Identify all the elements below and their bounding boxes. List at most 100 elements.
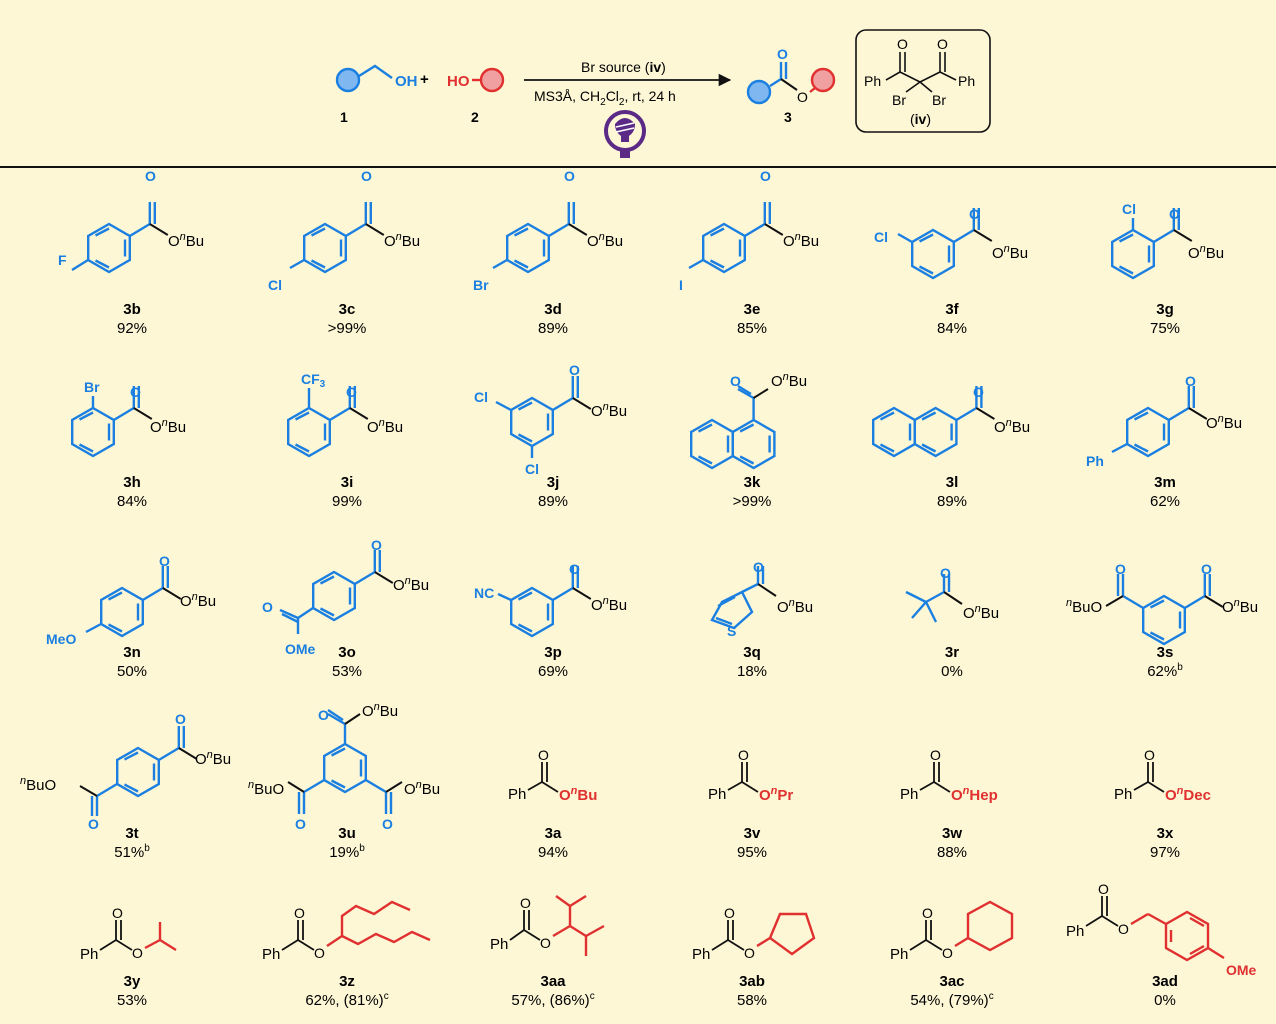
svg-text:Ph: Ph [958,73,975,89]
svg-text:O: O [538,747,549,763]
compound-id-3t: 3t [125,825,138,842]
svg-text:O: O [937,36,948,52]
structure-3p: O OnBu NC [474,561,627,638]
svg-text:I: I [679,277,683,293]
svg-text:Ph: Ph [262,946,280,963]
svg-text:O: O [1144,747,1155,763]
compound-yield-3e: 85% [737,320,767,337]
svg-text:OnBu: OnBu [771,371,807,390]
compound-yield-3h: 84% [117,493,147,510]
structure-3q: S O OnBu [710,559,813,639]
svg-text:O: O [564,168,575,184]
compound-id-3ac: 3ac [939,973,964,990]
svg-text:NC: NC [474,585,494,601]
svg-text:O: O [295,816,306,832]
svg-text:F: F [58,252,67,268]
svg-text:Ph: Ph [508,786,526,803]
svg-text:O: O [159,553,170,569]
compound-yield-3r: 0% [941,663,963,680]
svg-text:nBuO: nBuO [1066,597,1102,616]
structure-3ac: Ph O O [890,900,1014,963]
compound-yield-3s: 62%b [1147,662,1183,680]
svg-text:O: O [777,46,788,62]
svg-text:O: O [738,747,749,763]
compound-id-3j: 3j [547,474,560,491]
compound-id-3o: 3o [338,644,356,661]
arrow-conditions-top: Br source (iv) [581,59,666,75]
svg-text:OnBu: OnBu [777,597,813,616]
compound-id-3c: 3c [339,301,356,318]
svg-text:O: O [942,945,953,961]
svg-text:OnBu: OnBu [963,603,999,622]
structure-3i: O OnBu CF3 [287,371,403,458]
compound-yield-3ac: 54%, (79%)c [910,991,993,1009]
compound-yield-3c: >99% [328,320,367,337]
compound-id-3b: 3b [123,301,141,318]
svg-text:Ph: Ph [864,73,881,89]
structure-3b: O OnBu F [58,168,204,274]
svg-text:Ph: Ph [692,946,710,963]
svg-text:Br: Br [84,379,100,395]
compound-yield-3y: 53% [117,992,147,1009]
compound-id-3s: 3s [1157,644,1174,661]
compound-yield-3l: 89% [937,493,967,510]
svg-text:Cl: Cl [525,461,539,477]
compound-id-3i: 3i [341,474,354,491]
compound-yield-3j: 89% [538,493,568,510]
compound-id-3aa: 3aa [540,973,566,990]
structure-3ab: Ph O O [692,905,816,963]
svg-text:Ph: Ph [80,946,98,963]
svg-text:Br: Br [892,92,906,108]
structure-3m: O OnBu Ph [1086,373,1242,469]
structure-3k: O OnBu [690,371,807,470]
structure-3r: O OnBu [905,565,999,623]
svg-text:O: O [753,559,764,575]
structure-3z: Ph O O [262,900,431,963]
compound-yield-3o: 53% [332,663,362,680]
compound-labels: 3b92%3c>99%3d89%3e85%3f84%3g75%3h84%3i99… [114,301,1183,1009]
svg-text:O: O [262,599,273,615]
compound-yield-3p: 69% [538,663,568,680]
svg-text:O: O [88,816,99,832]
structure-3e: O OnBu I [679,168,819,293]
svg-text:O: O [897,36,908,52]
svg-text:Ph: Ph [1114,786,1132,803]
compound-id-3y: 3y [124,973,141,990]
compound-id-3g: 3g [1156,301,1174,318]
svg-text:Ph: Ph [900,786,918,803]
structure-3l: O OnBu [872,384,1030,458]
svg-text:OnBu: OnBu [195,749,231,768]
svg-text:O: O [973,384,984,400]
svg-text:Ph: Ph [890,946,908,963]
svg-text:O: O [969,206,980,222]
svg-text:OnBu: OnBu [384,231,420,250]
svg-text:OMe: OMe [1226,962,1257,978]
svg-text:O: O [132,945,143,961]
structure-3f: O OnBu Cl [874,206,1028,280]
svg-text:MeO: MeO [46,631,76,647]
svg-text:O: O [940,565,951,581]
compound-yield-3aa: 57%, (86%)c [511,991,594,1009]
structure-3aa: Ph O O [490,894,605,956]
svg-text:OnBu: OnBu [994,417,1030,436]
compound-yield-3t: 51%b [114,843,150,861]
svg-text:O: O [130,384,141,400]
svg-text:OnBu: OnBu [367,417,403,436]
compound-id-3p: 3p [544,644,562,661]
structure-3d: O OnBu Br [473,168,623,293]
svg-text:O: O [1115,561,1126,577]
svg-text:O: O [1169,206,1180,222]
svg-text:OnBu: OnBu [1222,597,1258,616]
reagent1-blue-circle [335,67,361,93]
svg-text:O: O [346,384,357,400]
svg-text:Cl: Cl [474,389,488,405]
light-bulb-icon [604,110,646,158]
svg-text:O: O [382,816,393,832]
structure-3x: Ph O OnDec [1114,747,1211,804]
plus-sign: + [420,71,429,88]
svg-text:nBuO: nBuO [248,779,284,798]
svg-text:OMe: OMe [285,641,316,657]
svg-text:OnBu: OnBu [587,231,623,250]
svg-text:O: O [930,747,941,763]
